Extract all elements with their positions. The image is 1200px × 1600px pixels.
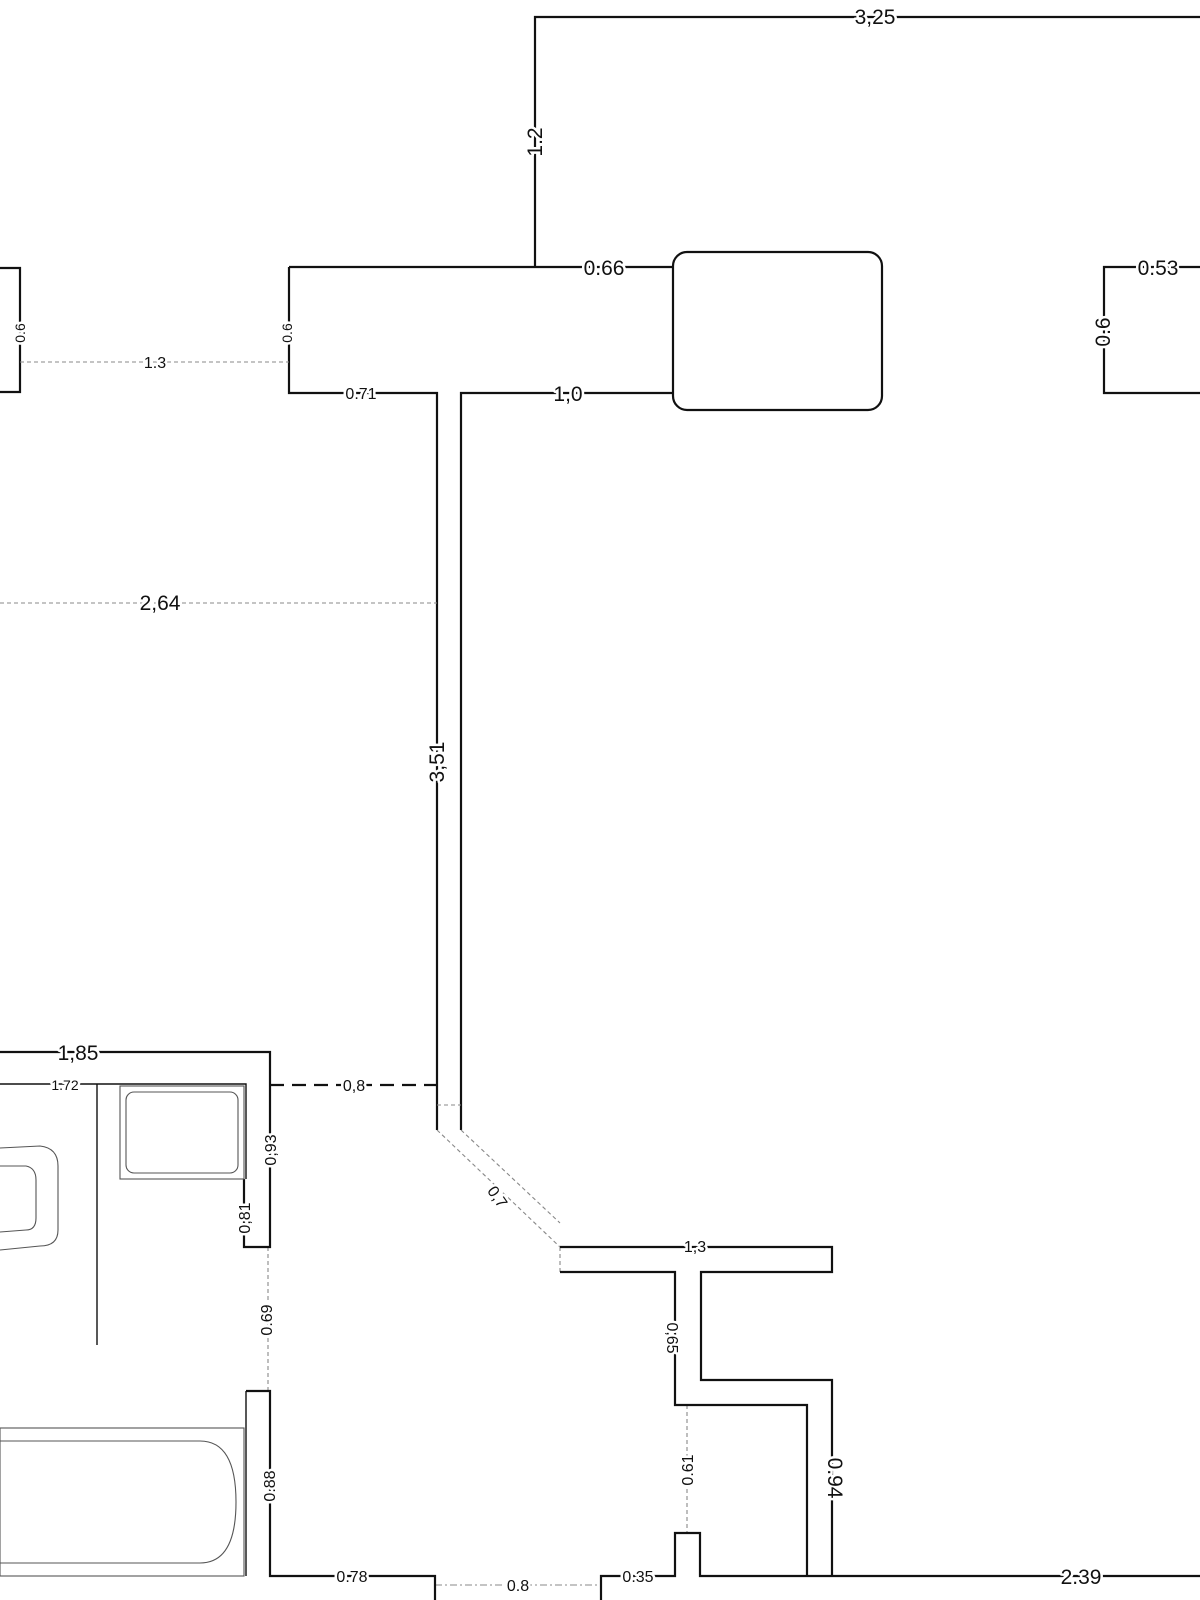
dim-top-wall: 3,25 [855, 6, 896, 29]
dim-top-riser: 1.2 [524, 127, 547, 156]
dim-bath-inner-top: 1.72 [51, 1077, 78, 1093]
sink-fixture [119, 1085, 245, 1180]
dim-bottom-left: 0.78 [336, 1569, 367, 1586]
guide-lines [0, 361, 688, 1586]
dim-bottom-door: 0.8 [507, 1578, 529, 1595]
upper-walls [0, 15, 1200, 1130]
dim-corridor-height: 3,51 [426, 742, 449, 783]
dim-bottom-stub: 0.35 [622, 1569, 653, 1586]
toilet-fixture [0, 1145, 59, 1251]
dim-lower-gap: 0.61 [680, 1454, 697, 1485]
dim-diagonal-wall: 0,7 [483, 1183, 510, 1211]
dim-left-span: 1.3 [144, 355, 166, 372]
dim-right-stub-height: 0.6 [1092, 317, 1115, 346]
dim-upper-wall-top: 0.66 [584, 257, 625, 280]
dim-bath-top: 1,85 [58, 1042, 99, 1065]
upper-fixture [671, 250, 884, 412]
dim-lower-top: 1,3 [684, 1239, 706, 1256]
dim-lower-inner: 0,65 [663, 1322, 680, 1353]
dim-bath-door-gap: 0.69 [259, 1304, 276, 1335]
dim-lower-right: 0.94 [823, 1458, 846, 1499]
left-wall-stub [0, 266, 22, 394]
dim-right-stub-top: 0.53 [1138, 257, 1179, 280]
dim-left-stub-height-2: 0.6 [279, 323, 295, 343]
dim-bottom-right: 2.39 [1061, 1566, 1102, 1589]
dim-door-opening: 0,8 [343, 1078, 365, 1095]
dim-left-stub-height: 0.6 [12, 323, 28, 343]
dim-bath-right-lower: 0.88 [262, 1470, 279, 1501]
dim-left-room-width: 2,64 [140, 592, 181, 615]
dim-bath-right-upper: 0,93 [263, 1134, 280, 1165]
dim-upper-wall-left: 0.71 [345, 386, 376, 403]
lower-walls [560, 1245, 1200, 1600]
right-wall-stub [1102, 265, 1200, 395]
bathroom [0, 1050, 437, 1600]
dim-upper-wall-bottom: 1,0 [553, 383, 582, 406]
dim-bath-right-stub: 0,81 [237, 1202, 254, 1233]
dimension-labels: 3,25 1.2 0.66 1,0 0.71 0.6 0.6 1.3 0.53 … [10, 4, 1181, 1598]
bathtub-fixture [0, 1427, 245, 1577]
